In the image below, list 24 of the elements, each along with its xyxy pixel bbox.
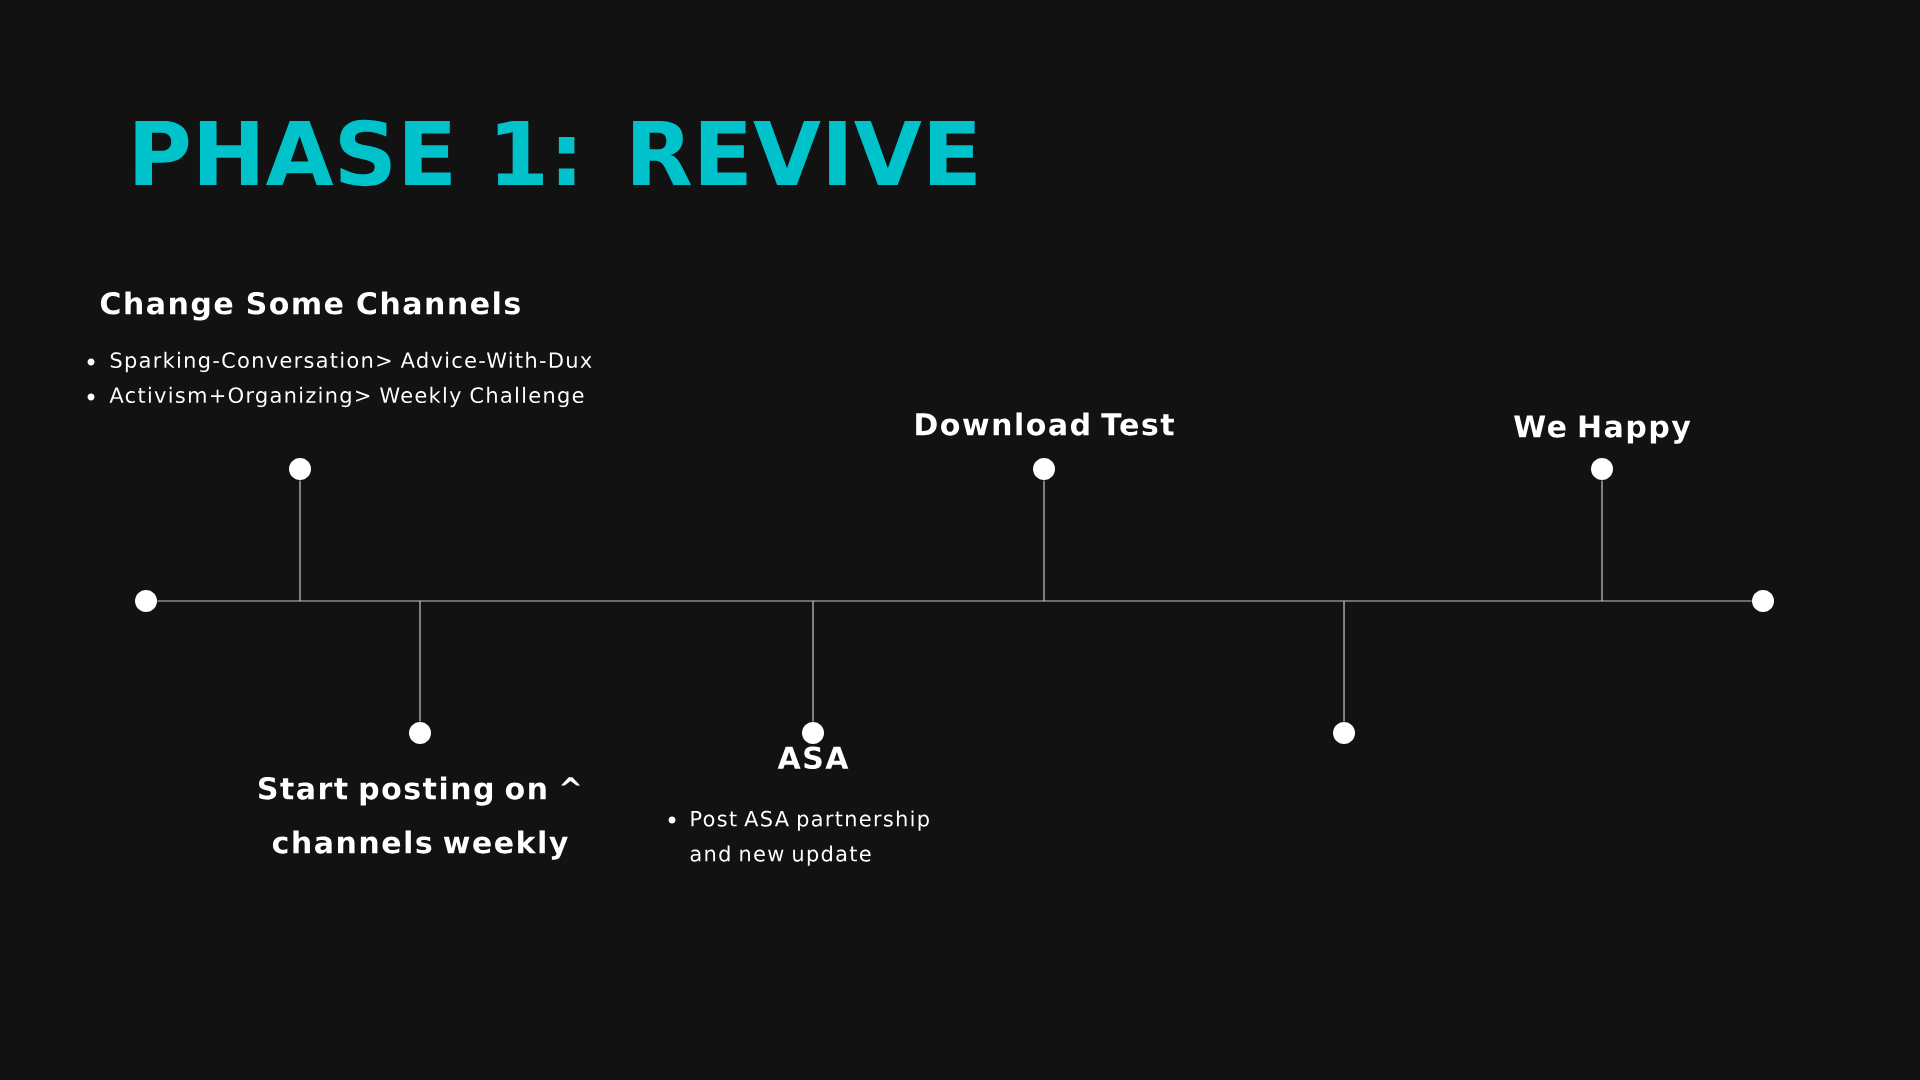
milestone-label: Download Test bbox=[916, 412, 1174, 436]
timeline-dot bbox=[1591, 458, 1613, 480]
timeline-dot bbox=[1752, 590, 1774, 612]
stem-line bbox=[419, 600, 421, 723]
bullet-text: Sparking-Conversation> Advice-With-Dux bbox=[110, 351, 592, 373]
timeline-dot bbox=[1333, 722, 1355, 744]
bullet-text: Activism+Organizing> Weekly Challenge bbox=[109, 386, 584, 408]
stem-line bbox=[812, 600, 814, 723]
stem-line bbox=[299, 479, 301, 602]
stem-line bbox=[1601, 479, 1603, 602]
milestone-label: We Happy bbox=[1514, 415, 1691, 444]
timeline-dot bbox=[802, 722, 824, 744]
timeline-dot bbox=[409, 722, 431, 744]
milestone-label: ASA bbox=[777, 746, 849, 770]
timeline-dot bbox=[289, 458, 311, 480]
timeline-dot bbox=[135, 590, 157, 612]
milestone-label: Start posting on ^ channels weekly bbox=[259, 776, 581, 860]
bullet-text: Post ASA partnership and new update bbox=[690, 810, 929, 866]
stem-line bbox=[1343, 600, 1345, 723]
heading: Change Some Channels bbox=[100, 291, 520, 321]
timeline-dot bbox=[1033, 458, 1055, 480]
stem-line bbox=[1043, 479, 1045, 602]
title: PHASE 1: REVIVE bbox=[135, 119, 976, 187]
timeline-axis bbox=[156, 600, 1753, 602]
